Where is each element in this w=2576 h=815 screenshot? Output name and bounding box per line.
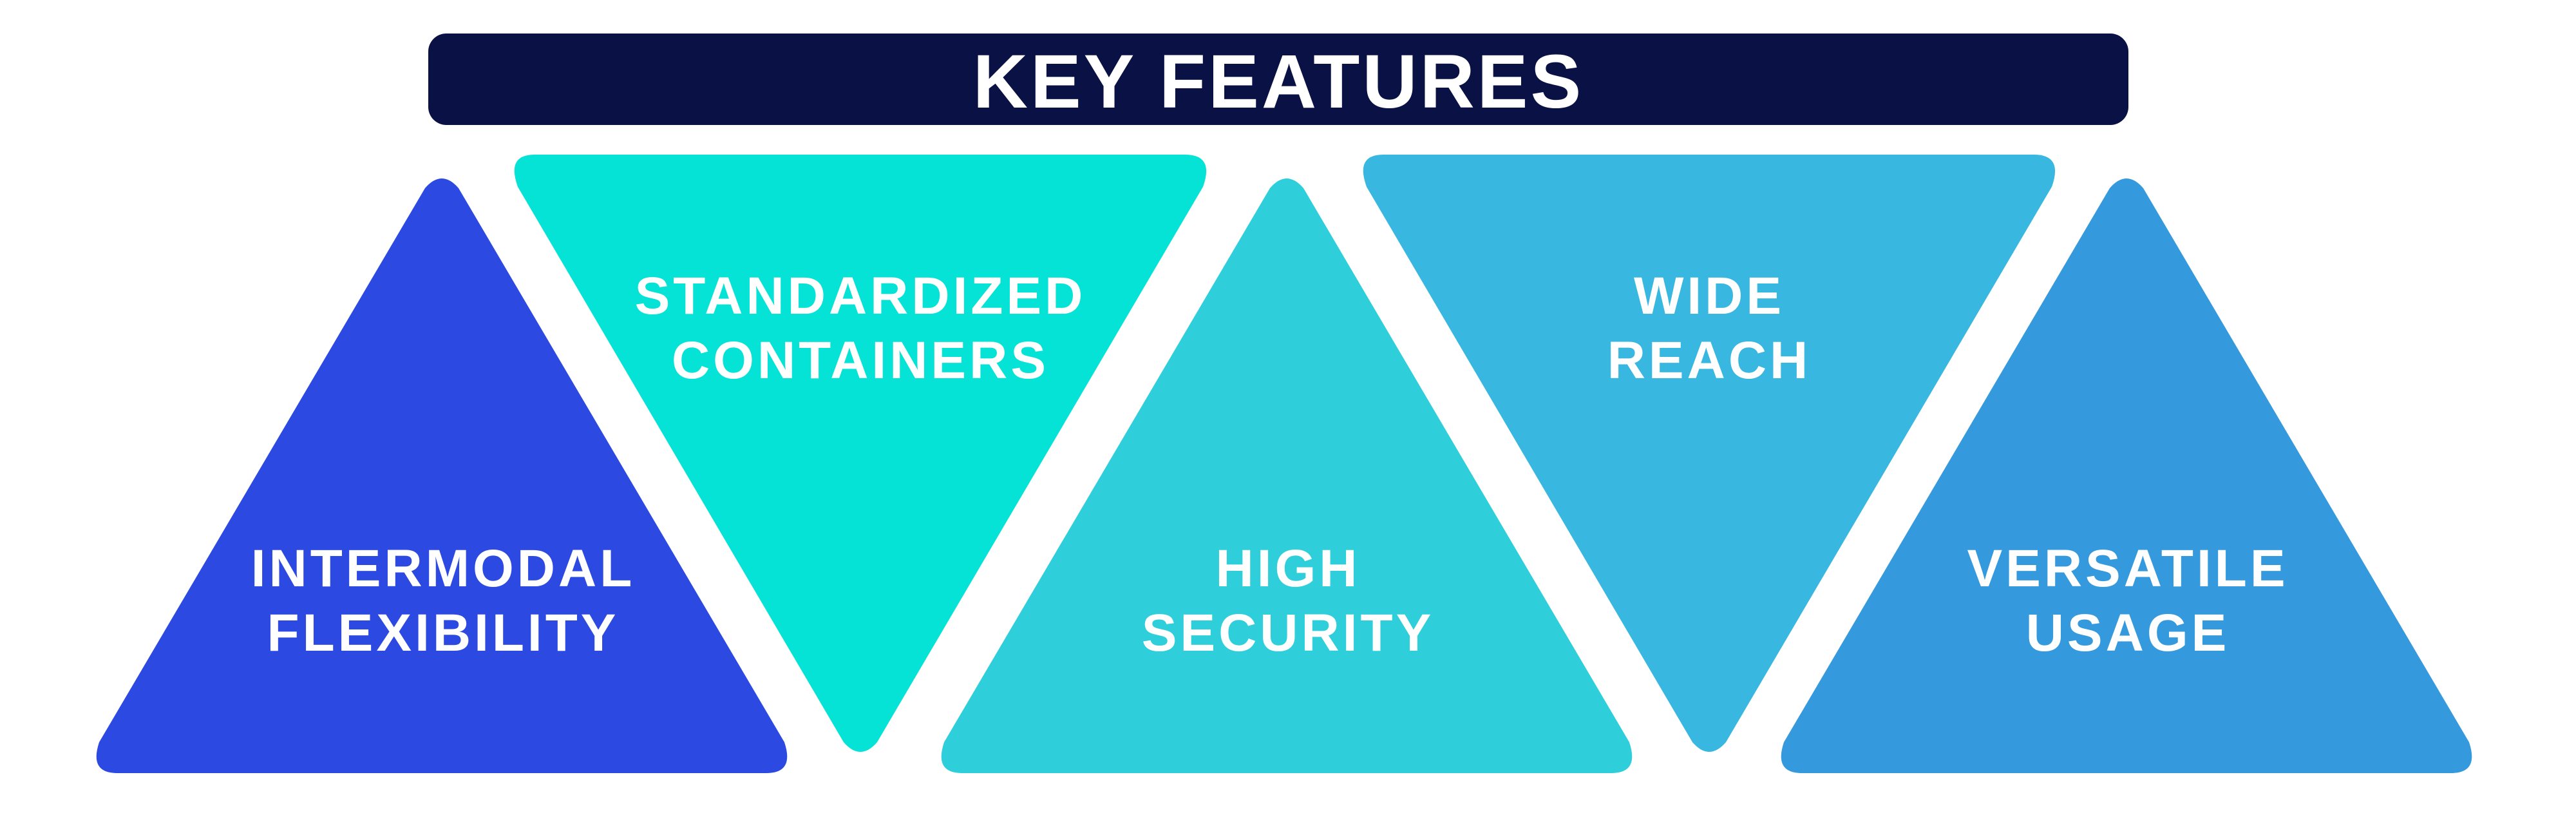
feature-triangle-2 [514, 155, 1207, 752]
feature-intermodal-flexibility: INTERMODAL FLEXIBILITY [96, 178, 788, 773]
feature-label-line1: VERSATILE [1967, 539, 2288, 598]
feature-label-line1: STANDARDIZED [635, 267, 1086, 325]
feature-label-line2: FLEXIBILITY [267, 604, 620, 662]
feature-label-line2: CONTAINERS [672, 331, 1049, 390]
feature-standardized-containers: STANDARDIZED CONTAINERS [514, 155, 1207, 752]
title-banner-background [428, 34, 2128, 125]
feature-triangle-1 [96, 178, 788, 773]
feature-triangle-5 [1781, 178, 2472, 773]
feature-label-line1: INTERMODAL [251, 539, 636, 598]
feature-label-line2: USAGE [2026, 604, 2230, 662]
feature-triangle-3 [941, 178, 1633, 773]
feature-wide-reach: WIDE REACH [1363, 155, 2056, 752]
feature-label-line2: SECURITY [1142, 604, 1435, 662]
title-banner: KEY FEATURES [428, 34, 2128, 125]
feature-label-line1: WIDE [1634, 267, 1785, 325]
feature-label-line2: REACH [1607, 331, 1812, 390]
feature-high-security: HIGH SECURITY [941, 178, 1633, 773]
feature-label-line1: HIGH [1216, 539, 1361, 598]
feature-versatile-usage: VERSATILE USAGE [1781, 178, 2472, 773]
title-banner-text: KEY FEATURES [973, 39, 1584, 124]
feature-triangle-4 [1363, 155, 2056, 752]
